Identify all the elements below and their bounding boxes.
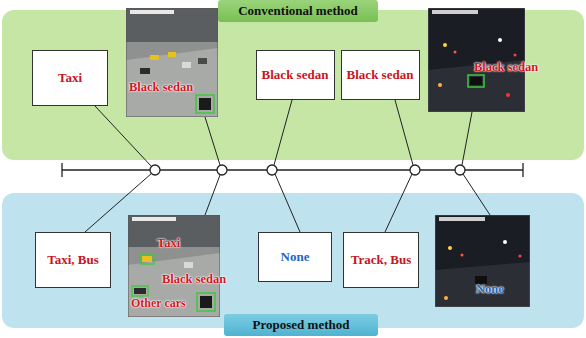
result-text: Black sedan: [347, 67, 414, 83]
result-box: Taxi: [32, 50, 108, 106]
result-box: None: [258, 232, 332, 282]
panel-title: Conventional method: [238, 3, 358, 19]
street-photo: [126, 8, 218, 117]
detection-label: Black sedan: [129, 80, 193, 95]
result-text: Track, Bus: [351, 252, 411, 268]
result-box: Black sedan: [256, 50, 335, 100]
bottom-panel-ground: [2, 193, 584, 328]
timeline-points: [150, 165, 465, 175]
method-panel: Conventional methodTaxiBlack sedanBlack …: [2, 10, 584, 160]
result-text: Taxi: [58, 70, 82, 86]
detection-label: Black sedan: [474, 60, 538, 75]
result-text: None: [281, 249, 310, 265]
result-text: Taxi, Bus: [47, 252, 99, 268]
street-photo: [128, 215, 220, 317]
detection-label: Black sedan: [162, 272, 226, 287]
result-box: Black sedan: [341, 50, 420, 100]
detection-label: None: [476, 282, 504, 297]
timeline: [62, 163, 523, 177]
result-box: Taxi, Bus: [35, 232, 111, 288]
method-panel: Proposed methodTaxi, BusNoneTrack, Bus: [2, 193, 584, 328]
panel-title: Proposed method: [253, 317, 350, 333]
result-box: Track, Bus: [343, 232, 419, 288]
detection-label: Other cars: [131, 296, 186, 311]
panel-tab: Conventional method: [218, 0, 378, 22]
result-text: Black sedan: [262, 67, 329, 83]
detection-label: Taxi: [157, 236, 180, 251]
night-photo: [435, 215, 530, 307]
panel-tab: Proposed method: [224, 314, 378, 336]
leader-lines: [85, 100, 490, 232]
